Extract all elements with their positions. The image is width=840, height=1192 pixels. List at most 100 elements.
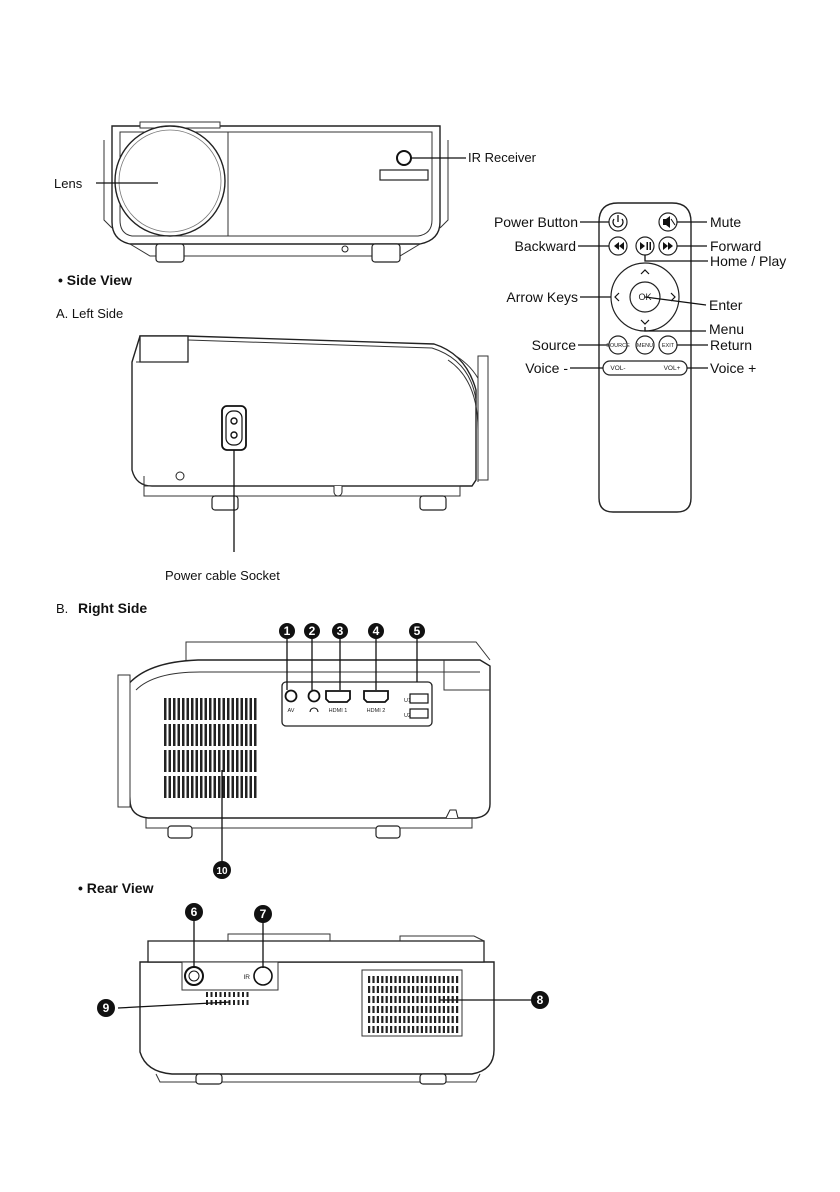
vol-plus-label: VOL+ [664,365,681,372]
vent-slot [381,1016,383,1023]
vent-slot [421,1026,423,1033]
vent-slot [403,1006,405,1013]
rear-view-heading: • Rear View [78,880,154,896]
vent-slot [381,996,383,1003]
vent-slot [214,724,217,746]
vent-slot [250,724,253,746]
vent-slot [372,1016,374,1023]
vent-slot [245,698,248,720]
vent-slot [394,976,396,983]
vent-slot [430,996,432,1003]
vent-slot [425,1026,427,1033]
left-side-projector [132,336,488,552]
vent-slot [390,986,392,993]
rear-port-label: IR [244,974,251,981]
vent-slot [443,976,445,983]
vent-slot [372,1006,374,1013]
vent-slot [403,996,405,1003]
vent-slot [182,776,185,798]
vent-slot [236,724,239,746]
vent-slot [438,1016,440,1023]
callout-2: 2 [304,623,320,639]
vent-slot [241,750,244,772]
vent-slot [220,992,222,997]
vent-slot [209,698,212,720]
vent-slot [250,698,253,720]
vent-slot [412,1016,414,1023]
home-play-label: Home / Play [710,253,786,269]
vent-slot [421,1016,423,1023]
callout-10-number: 10 [216,866,228,877]
vent-slot [236,776,239,798]
backward-label: Backward [515,238,576,254]
vent-slot [209,776,212,798]
vent-slot [421,1006,423,1013]
vent-slot [377,1026,379,1033]
vent-slot [438,976,440,983]
vent-slot [412,1026,414,1033]
vent-slot [452,1016,454,1023]
vent-slot [434,1016,436,1023]
power-socket-label: Power cable Socket [165,568,280,583]
vent-slot [368,1026,370,1033]
vent-slot [430,976,432,983]
menu-label: Menu [709,321,744,337]
vent-slot [416,976,418,983]
vent-slot [173,776,176,798]
vent-slot [377,1016,379,1023]
vent-slot [247,992,249,997]
left-side-heading: A. Left Side [56,306,123,321]
vent-slot [443,1016,445,1023]
vent-slot [434,1026,436,1033]
vent-slot [200,724,203,746]
vent-slot [434,1006,436,1013]
vent-slot [218,724,221,746]
vent-slot [381,1026,383,1033]
vent-slot [438,986,440,993]
return-label: Return [710,337,752,353]
remote-control: OK SOURCE MENU EXIT VOL- VOL+ [570,203,708,512]
vent-slot [227,698,230,720]
vent-slot [178,724,181,746]
vent-slot [416,1006,418,1013]
vent-slot [214,776,217,798]
vent-slot [425,976,427,983]
vent-slot [394,1026,396,1033]
vent-slot [377,976,379,983]
vent-slot [456,1006,458,1013]
vent-slot [394,1006,396,1013]
callout-4: 4 [368,623,384,639]
vent-slot [205,724,208,746]
vent-slot [169,776,172,798]
vent-slot [182,698,185,720]
vent-slot [164,698,167,720]
vent-slot [447,986,449,993]
vent-slot [227,724,230,746]
vent-slot [386,986,388,993]
vent-slot [238,1000,240,1005]
vent-slot [205,698,208,720]
vent-slot [214,698,217,720]
vent-slot [169,750,172,772]
vent-slot [205,776,208,798]
right-side-heading: Right Side [78,600,147,616]
vent-slot [381,976,383,983]
vent-slot [164,750,167,772]
vent-slot [381,986,383,993]
vent-slot [187,750,190,772]
vent-slot [386,1016,388,1023]
vent-slot [452,1006,454,1013]
vent-slot [408,986,410,993]
vent-slot [456,986,458,993]
vent-slot [187,724,190,746]
enter-label: Enter [709,297,743,313]
hdmi1-port-label: HDMI 1 [329,708,348,714]
vent-slot [390,976,392,983]
hdmi1-port-icon [326,691,350,702]
vent-slot [191,698,194,720]
vent-slot [233,992,235,997]
vent-slot [416,1026,418,1033]
vent-slot [182,724,185,746]
vent-slot [191,776,194,798]
arrow-keys-label: Arrow Keys [506,289,578,305]
